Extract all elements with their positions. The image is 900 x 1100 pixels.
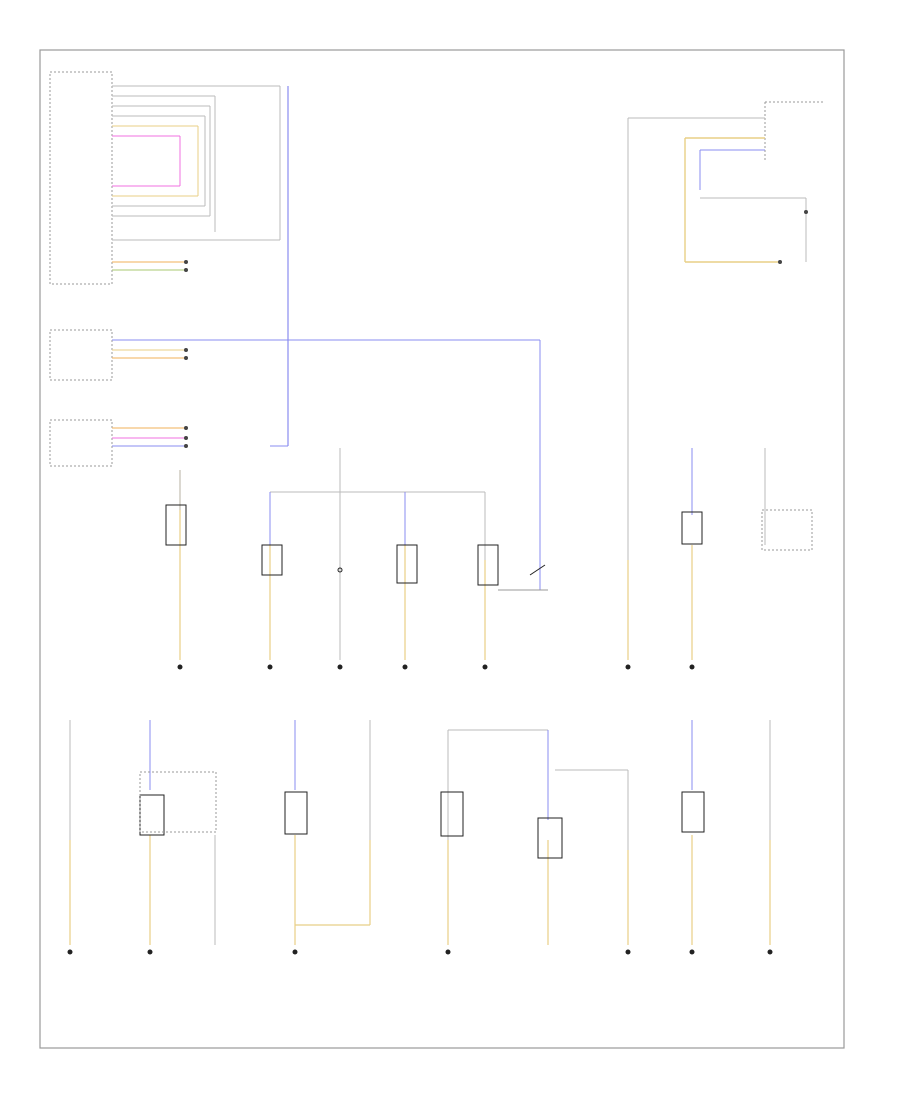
ground-g5 bbox=[482, 664, 488, 670]
bottom-row bbox=[69, 720, 771, 945]
ground-g14 bbox=[767, 949, 773, 955]
light-switch-wires bbox=[112, 85, 281, 272]
ground-g7 bbox=[689, 664, 695, 670]
ground-g10 bbox=[292, 949, 298, 955]
ground-g11 bbox=[445, 949, 451, 955]
ground-g4 bbox=[402, 664, 408, 670]
module-bottom-wires bbox=[112, 426, 188, 448]
ground-g6 bbox=[625, 664, 631, 670]
module-mid-wires bbox=[112, 339, 541, 590]
diagram-frame bbox=[39, 49, 845, 1049]
ground-g8 bbox=[67, 949, 73, 955]
ground-g12 bbox=[625, 949, 631, 955]
ground-g13 bbox=[689, 949, 695, 955]
ground-g2 bbox=[267, 664, 273, 670]
ground-g9 bbox=[147, 949, 153, 955]
module-mid bbox=[49, 329, 113, 381]
top-right-module bbox=[627, 101, 825, 440]
ground-markers bbox=[67, 664, 773, 955]
ground-g1 bbox=[177, 664, 183, 670]
ground-g3 bbox=[337, 664, 343, 670]
light-switch-module bbox=[49, 71, 113, 285]
module-bottom bbox=[49, 419, 113, 467]
mid-row bbox=[165, 440, 813, 660]
